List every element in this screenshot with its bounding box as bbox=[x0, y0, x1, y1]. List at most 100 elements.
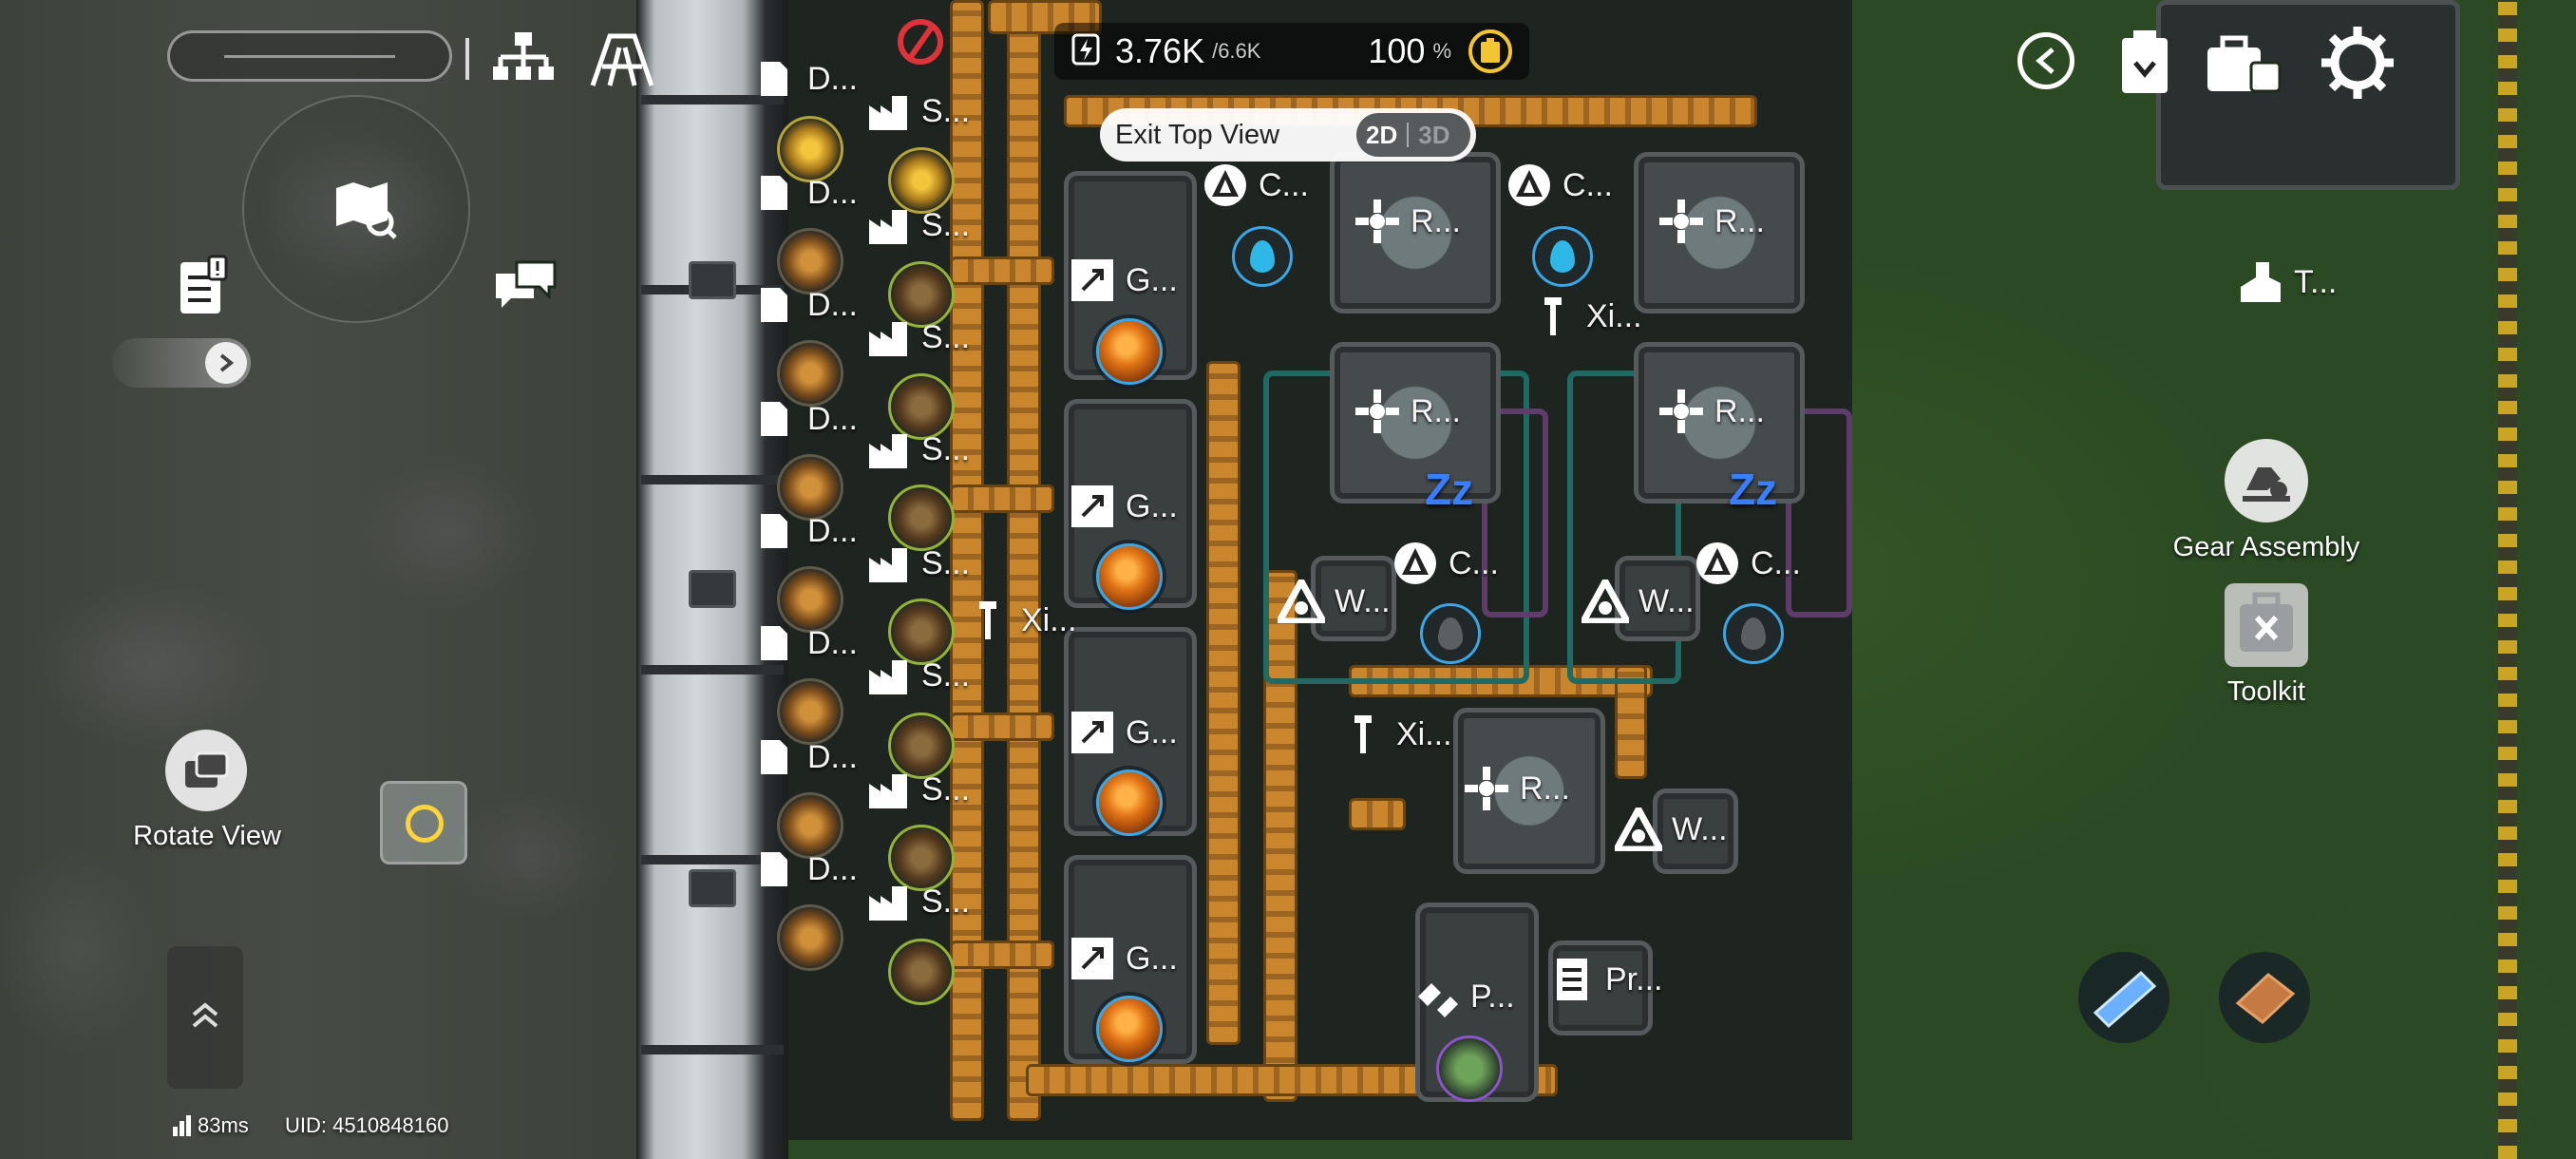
refinery-label[interactable]: R... bbox=[1354, 388, 1461, 435]
refinery-machine[interactable] bbox=[1634, 342, 1805, 504]
quick-slot-item[interactable] bbox=[2219, 952, 2310, 1043]
water-pump-machine[interactable] bbox=[1615, 556, 1700, 641]
refinery-machine[interactable] bbox=[1453, 708, 1605, 874]
drill-icon bbox=[750, 395, 798, 443]
smelter-label[interactable]: S... bbox=[864, 652, 970, 699]
joystick-control[interactable] bbox=[380, 781, 467, 864]
clipboard-icon[interactable] bbox=[2116, 28, 2173, 97]
crystal-label[interactable]: C... bbox=[1694, 540, 1801, 587]
quick-slot-item[interactable] bbox=[2078, 952, 2169, 1043]
crystal-label[interactable]: C... bbox=[1202, 162, 1309, 209]
view-3d-option[interactable]: 3D bbox=[1418, 120, 1450, 149]
product-orb-icon bbox=[1096, 996, 1163, 1062]
smelter-label[interactable]: S... bbox=[864, 878, 970, 925]
rotate-view-button[interactable] bbox=[165, 730, 247, 811]
crystal-icon bbox=[1392, 540, 1439, 587]
packager-label[interactable]: P... bbox=[1413, 973, 1515, 1020]
signal-icon bbox=[173, 1113, 192, 1136]
refinery-label[interactable]: R... bbox=[1354, 198, 1461, 245]
conveyor-belt bbox=[950, 484, 1054, 513]
chevron-right-icon[interactable] bbox=[205, 342, 247, 384]
drill-icon bbox=[750, 55, 798, 103]
product-orb-icon bbox=[1096, 543, 1163, 610]
conveyor-belt bbox=[950, 940, 1054, 969]
hierarchy-icon[interactable] bbox=[492, 28, 555, 89]
map-search-icon[interactable] bbox=[332, 179, 399, 241]
smelter-label[interactable]: S... bbox=[864, 426, 970, 473]
assembler-icon bbox=[1069, 935, 1116, 982]
assembler-label[interactable]: G... bbox=[1069, 935, 1178, 982]
rail-post bbox=[689, 570, 736, 608]
collapse-panel[interactable] bbox=[167, 946, 243, 1089]
refinery-icon bbox=[1657, 388, 1705, 435]
smelter-label[interactable]: S... bbox=[864, 87, 970, 135]
water-pump-machine[interactable] bbox=[1311, 556, 1396, 641]
structure-building[interactable] bbox=[2156, 0, 2460, 190]
smelter-label[interactable]: S... bbox=[864, 540, 970, 587]
processor-label[interactable]: Pr... bbox=[1548, 956, 1662, 1003]
drill-label[interactable]: D... bbox=[750, 169, 858, 217]
blueprint-tower-icon[interactable] bbox=[589, 28, 655, 89]
package-icon bbox=[1413, 973, 1461, 1020]
smelter-label[interactable]: S... bbox=[864, 766, 970, 813]
fluid-drop-icon bbox=[1420, 603, 1481, 664]
view-mode-toggle[interactable]: 2D 3D bbox=[1356, 113, 1470, 157]
drill-icon bbox=[750, 733, 798, 781]
double-chevron-up-icon bbox=[192, 1002, 218, 1028]
drill-icon bbox=[750, 507, 798, 555]
gear-icon[interactable] bbox=[2318, 23, 2397, 103]
rail-tie bbox=[641, 855, 784, 864]
assembler-label[interactable]: G... bbox=[1069, 256, 1178, 304]
smelter-label[interactable]: S... bbox=[864, 314, 970, 361]
refinery-label[interactable]: R... bbox=[1657, 198, 1765, 245]
exit-top-view-button[interactable]: Exit Top View 2D 3D bbox=[1100, 108, 1476, 162]
ore-icon bbox=[777, 116, 843, 182]
water-pump-label[interactable]: W... bbox=[1278, 578, 1391, 625]
xiranite-label[interactable]: Xi... bbox=[1339, 711, 1452, 758]
drill-label[interactable]: D... bbox=[750, 619, 858, 667]
crystal-label[interactable]: C... bbox=[1506, 162, 1613, 209]
xiranite-label[interactable]: Xi... bbox=[1529, 293, 1642, 340]
turret-icon bbox=[2237, 258, 2284, 306]
crystal-label[interactable]: C... bbox=[1392, 540, 1499, 587]
drill-label[interactable]: D... bbox=[750, 395, 858, 443]
water-pump-machine[interactable] bbox=[1653, 788, 1738, 874]
conveyor-belt bbox=[950, 712, 1054, 741]
search-bar[interactable] bbox=[167, 30, 452, 82]
factory-icon bbox=[864, 314, 912, 361]
back-arrow-icon[interactable] bbox=[2017, 32, 2074, 89]
assembler-label[interactable]: G... bbox=[1069, 709, 1178, 756]
tower-label[interactable]: T... bbox=[2237, 258, 2337, 306]
water-pump-label[interactable]: W... bbox=[1582, 578, 1695, 625]
ore-icon bbox=[777, 454, 843, 521]
xiranite-label[interactable]: Xi... bbox=[964, 597, 1077, 644]
gear-assembly-button[interactable] bbox=[2225, 439, 2308, 522]
drill-icon bbox=[750, 281, 798, 329]
smelter-label[interactable]: S... bbox=[864, 201, 970, 249]
assembler-label[interactable]: G... bbox=[1069, 483, 1178, 530]
water-pump-label[interactable]: W... bbox=[1615, 806, 1728, 853]
uid-text: UID: 4510848160 bbox=[285, 1113, 449, 1137]
water-drop-icon bbox=[1232, 226, 1293, 287]
battery-icon bbox=[1468, 29, 1512, 73]
chat-icon[interactable] bbox=[494, 258, 557, 315]
task-list-icon[interactable] bbox=[177, 255, 230, 317]
drill-icon bbox=[750, 169, 798, 217]
drill-label[interactable]: D... bbox=[750, 846, 858, 893]
refinery-label[interactable]: R... bbox=[1463, 765, 1570, 812]
toggle-divider bbox=[1407, 123, 1410, 147]
rail-post bbox=[689, 869, 736, 907]
assembler-icon bbox=[1069, 483, 1116, 530]
drill-label[interactable]: D... bbox=[750, 55, 858, 103]
rail-tie bbox=[641, 95, 784, 104]
refinery-label[interactable]: R... bbox=[1657, 388, 1765, 435]
drill-label[interactable]: D... bbox=[750, 281, 858, 329]
refinery-machine[interactable] bbox=[1634, 152, 1805, 314]
expand-slider[interactable] bbox=[112, 338, 251, 388]
view-2d-option[interactable]: 2D bbox=[1366, 120, 1398, 149]
briefcase-icon[interactable] bbox=[2206, 34, 2283, 95]
drill-label[interactable]: D... bbox=[750, 507, 858, 555]
refinery-machine[interactable] bbox=[1330, 342, 1501, 504]
toolkit-button[interactable] bbox=[2225, 583, 2308, 667]
drill-label[interactable]: D... bbox=[750, 733, 858, 781]
